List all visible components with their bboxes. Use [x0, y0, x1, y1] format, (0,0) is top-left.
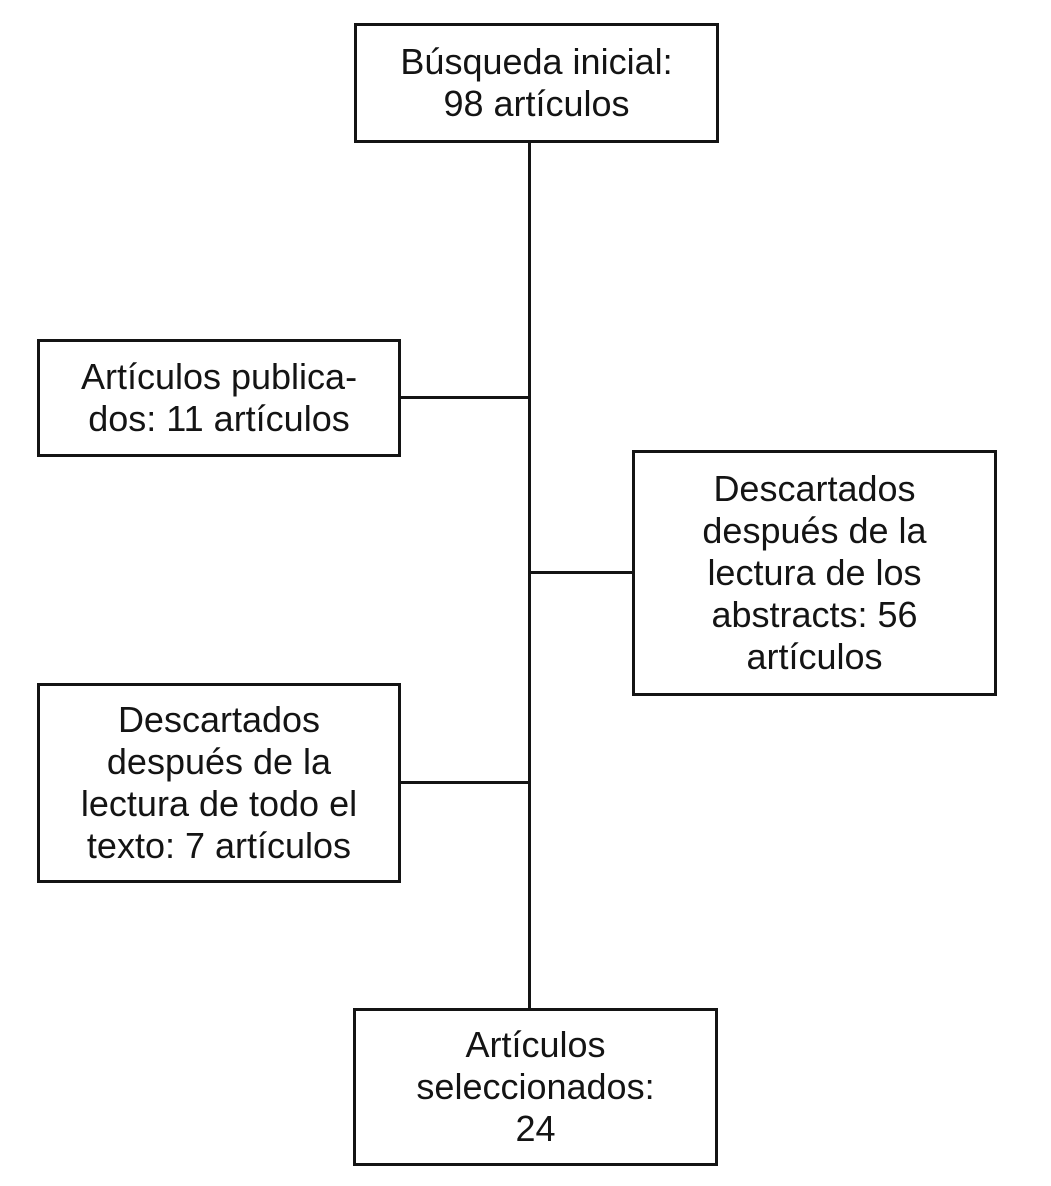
- node-initial-search: Búsqueda inicial: 98 artículos: [354, 23, 719, 143]
- node-initial-search-label: Búsqueda inicial: 98 artículos: [400, 41, 673, 124]
- node-discarded-after-abstracts: Descartados después de la lectura de los…: [632, 450, 997, 696]
- node-published-articles: Artículos publica- dos: 11 artículos: [37, 339, 401, 457]
- connector-abstracts-branch: [529, 571, 633, 574]
- node-discarded-after-full-text-label: Descartados después de la lectura de tod…: [80, 699, 358, 866]
- connector-fulltext-branch: [401, 781, 531, 784]
- node-discarded-after-abstracts-label: Descartados después de la lectura de los…: [702, 468, 927, 677]
- connector-published-branch: [401, 396, 531, 399]
- connector-vertical-trunk: [528, 143, 531, 1008]
- node-discarded-after-full-text: Descartados después de la lectura de tod…: [37, 683, 401, 883]
- node-selected-articles: Artículos seleccionados: 24: [353, 1008, 718, 1166]
- node-published-articles-label: Artículos publica- dos: 11 artículos: [80, 356, 358, 439]
- node-selected-articles-label: Artículos seleccionados: 24: [416, 1024, 655, 1149]
